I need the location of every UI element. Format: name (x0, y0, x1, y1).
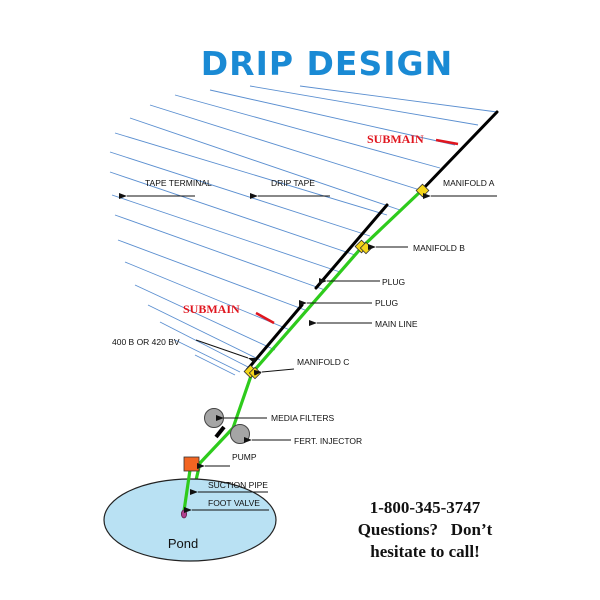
fert-injector-label: FERT. INJECTOR (294, 436, 362, 446)
drip-tape-line (209, 89, 456, 146)
manifold-c-label: MANIFOLD C (297, 357, 349, 367)
drip-tape-line (117, 239, 306, 311)
drip-tape-line (109, 171, 356, 256)
submain-label-mid: SUBMAIN (183, 302, 240, 316)
pump-label: PUMP (232, 452, 257, 462)
drip-tape-line (114, 214, 326, 291)
drip-tape-lines (109, 85, 498, 376)
drip-tape-line (174, 339, 241, 373)
foot-valve (180, 509, 187, 519)
media-filter-2 (230, 424, 250, 444)
submain-marker-top (435, 138, 459, 146)
manifold-c-arrow (253, 368, 295, 376)
valve-type-arrow (195, 339, 257, 364)
submain-c (245, 303, 304, 372)
drip-tape-line (134, 284, 276, 351)
submain-label-top: SUBMAIN (367, 132, 424, 146)
valve-type-label: 400 B OR 420 BV (112, 337, 180, 347)
plug-label-2: PLUG (375, 298, 398, 308)
drip-tape-line (147, 304, 261, 361)
pond-label: Pond (168, 536, 198, 551)
media-filters-label: MEDIA FILTERS (271, 413, 334, 423)
drip-tape-line (249, 85, 479, 126)
contact-phone: 1-800-345-3747 (370, 498, 481, 517)
submain-b (314, 203, 389, 290)
pump (183, 456, 200, 472)
submain-marker-mid (255, 311, 275, 325)
drip-tape-line (111, 194, 341, 273)
drip-tape-line (194, 354, 236, 376)
submain-a (419, 110, 499, 193)
diagram-title: DRIP DESIGN (201, 44, 453, 83)
label-arrows (119, 193, 497, 513)
suction-pipe-label: SUCTION PIPE (208, 480, 268, 490)
drip-tape-label: DRIP TAPE (271, 178, 315, 188)
fert-injector (214, 425, 226, 439)
drip-tape-line (149, 104, 421, 191)
manifold-a-label: MANIFOLD A (443, 178, 495, 188)
drip-tape-line (114, 132, 388, 216)
manifold-b-valve (354, 239, 373, 255)
drip-tape-line (124, 261, 291, 331)
submain-lines (245, 110, 499, 372)
suction-pipe (182, 469, 192, 512)
drip-tape-line (174, 94, 441, 169)
drip-tape-line (129, 117, 401, 211)
tape-terminal-label: TAPE TERMINAL (145, 178, 212, 188)
manifold-b-label: MANIFOLD B (413, 243, 465, 253)
main-line-label: MAIN LINE (375, 319, 418, 329)
drip-tape-line (159, 321, 249, 368)
foot-valve-label: FOOT VALVE (208, 498, 260, 508)
drip-tape-line (109, 151, 371, 237)
drip-tape-line (299, 85, 498, 113)
media-filter-1 (204, 408, 224, 428)
contact-line-1: Questions? Don’t (358, 520, 493, 539)
contact-line-2: hesitate to call! (370, 542, 480, 561)
plug-label-1: PLUG (382, 277, 405, 287)
